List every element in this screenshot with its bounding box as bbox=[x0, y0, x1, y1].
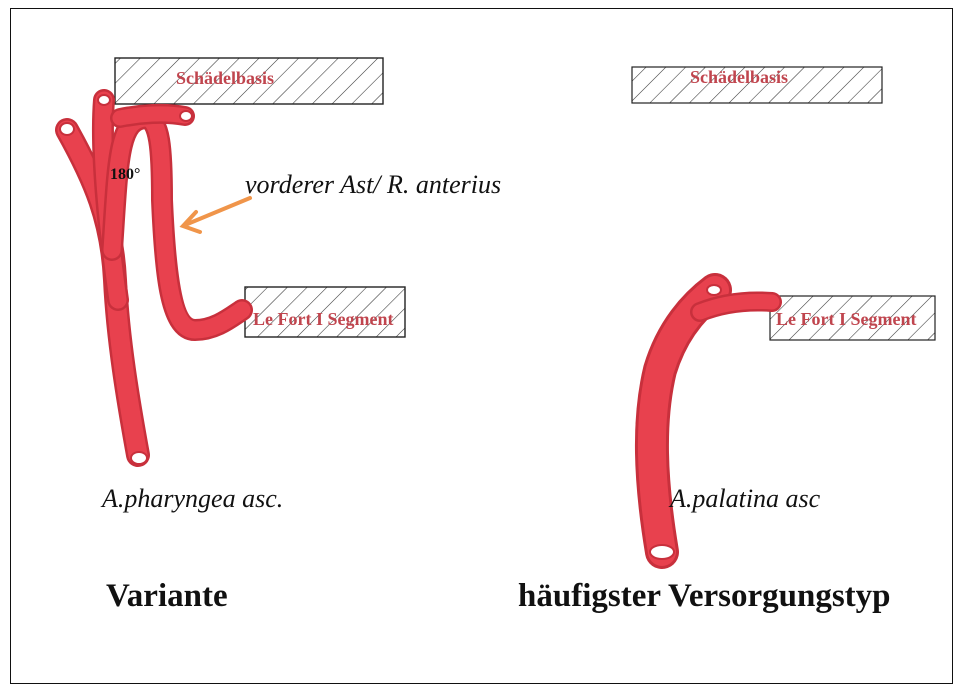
right-caption: häufigster Versorgungstyp bbox=[518, 578, 891, 614]
right-le-fort-label: Le Fort I Segment bbox=[776, 309, 917, 329]
angle-label: 180° bbox=[110, 166, 141, 183]
right-artery-label: A.palatina asc bbox=[670, 484, 821, 513]
figure-border bbox=[10, 8, 953, 684]
right-vessel-openings bbox=[649, 284, 722, 560]
left-artery-label: A.pharyngea asc. bbox=[102, 484, 284, 513]
left-vessel-openings bbox=[59, 94, 193, 465]
left-caption: Variante bbox=[106, 578, 228, 614]
left-skull-base-label: Schädelbasis bbox=[176, 68, 275, 88]
right-skull-base-block bbox=[631, 66, 883, 104]
left-le-fort-block bbox=[244, 286, 406, 338]
branch-arrow bbox=[179, 196, 252, 234]
left-skull-base-block bbox=[114, 57, 384, 105]
right-artery-vessel bbox=[634, 273, 782, 569]
right-le-fort-block bbox=[769, 295, 936, 341]
left-le-fort-label: Le Fort I Segment bbox=[253, 309, 394, 329]
branch-label: vorderer Ast/ R. anterius bbox=[245, 170, 502, 199]
right-skull-base-label: Schädelbasis bbox=[690, 67, 789, 87]
left-artery-vessel bbox=[55, 89, 253, 467]
